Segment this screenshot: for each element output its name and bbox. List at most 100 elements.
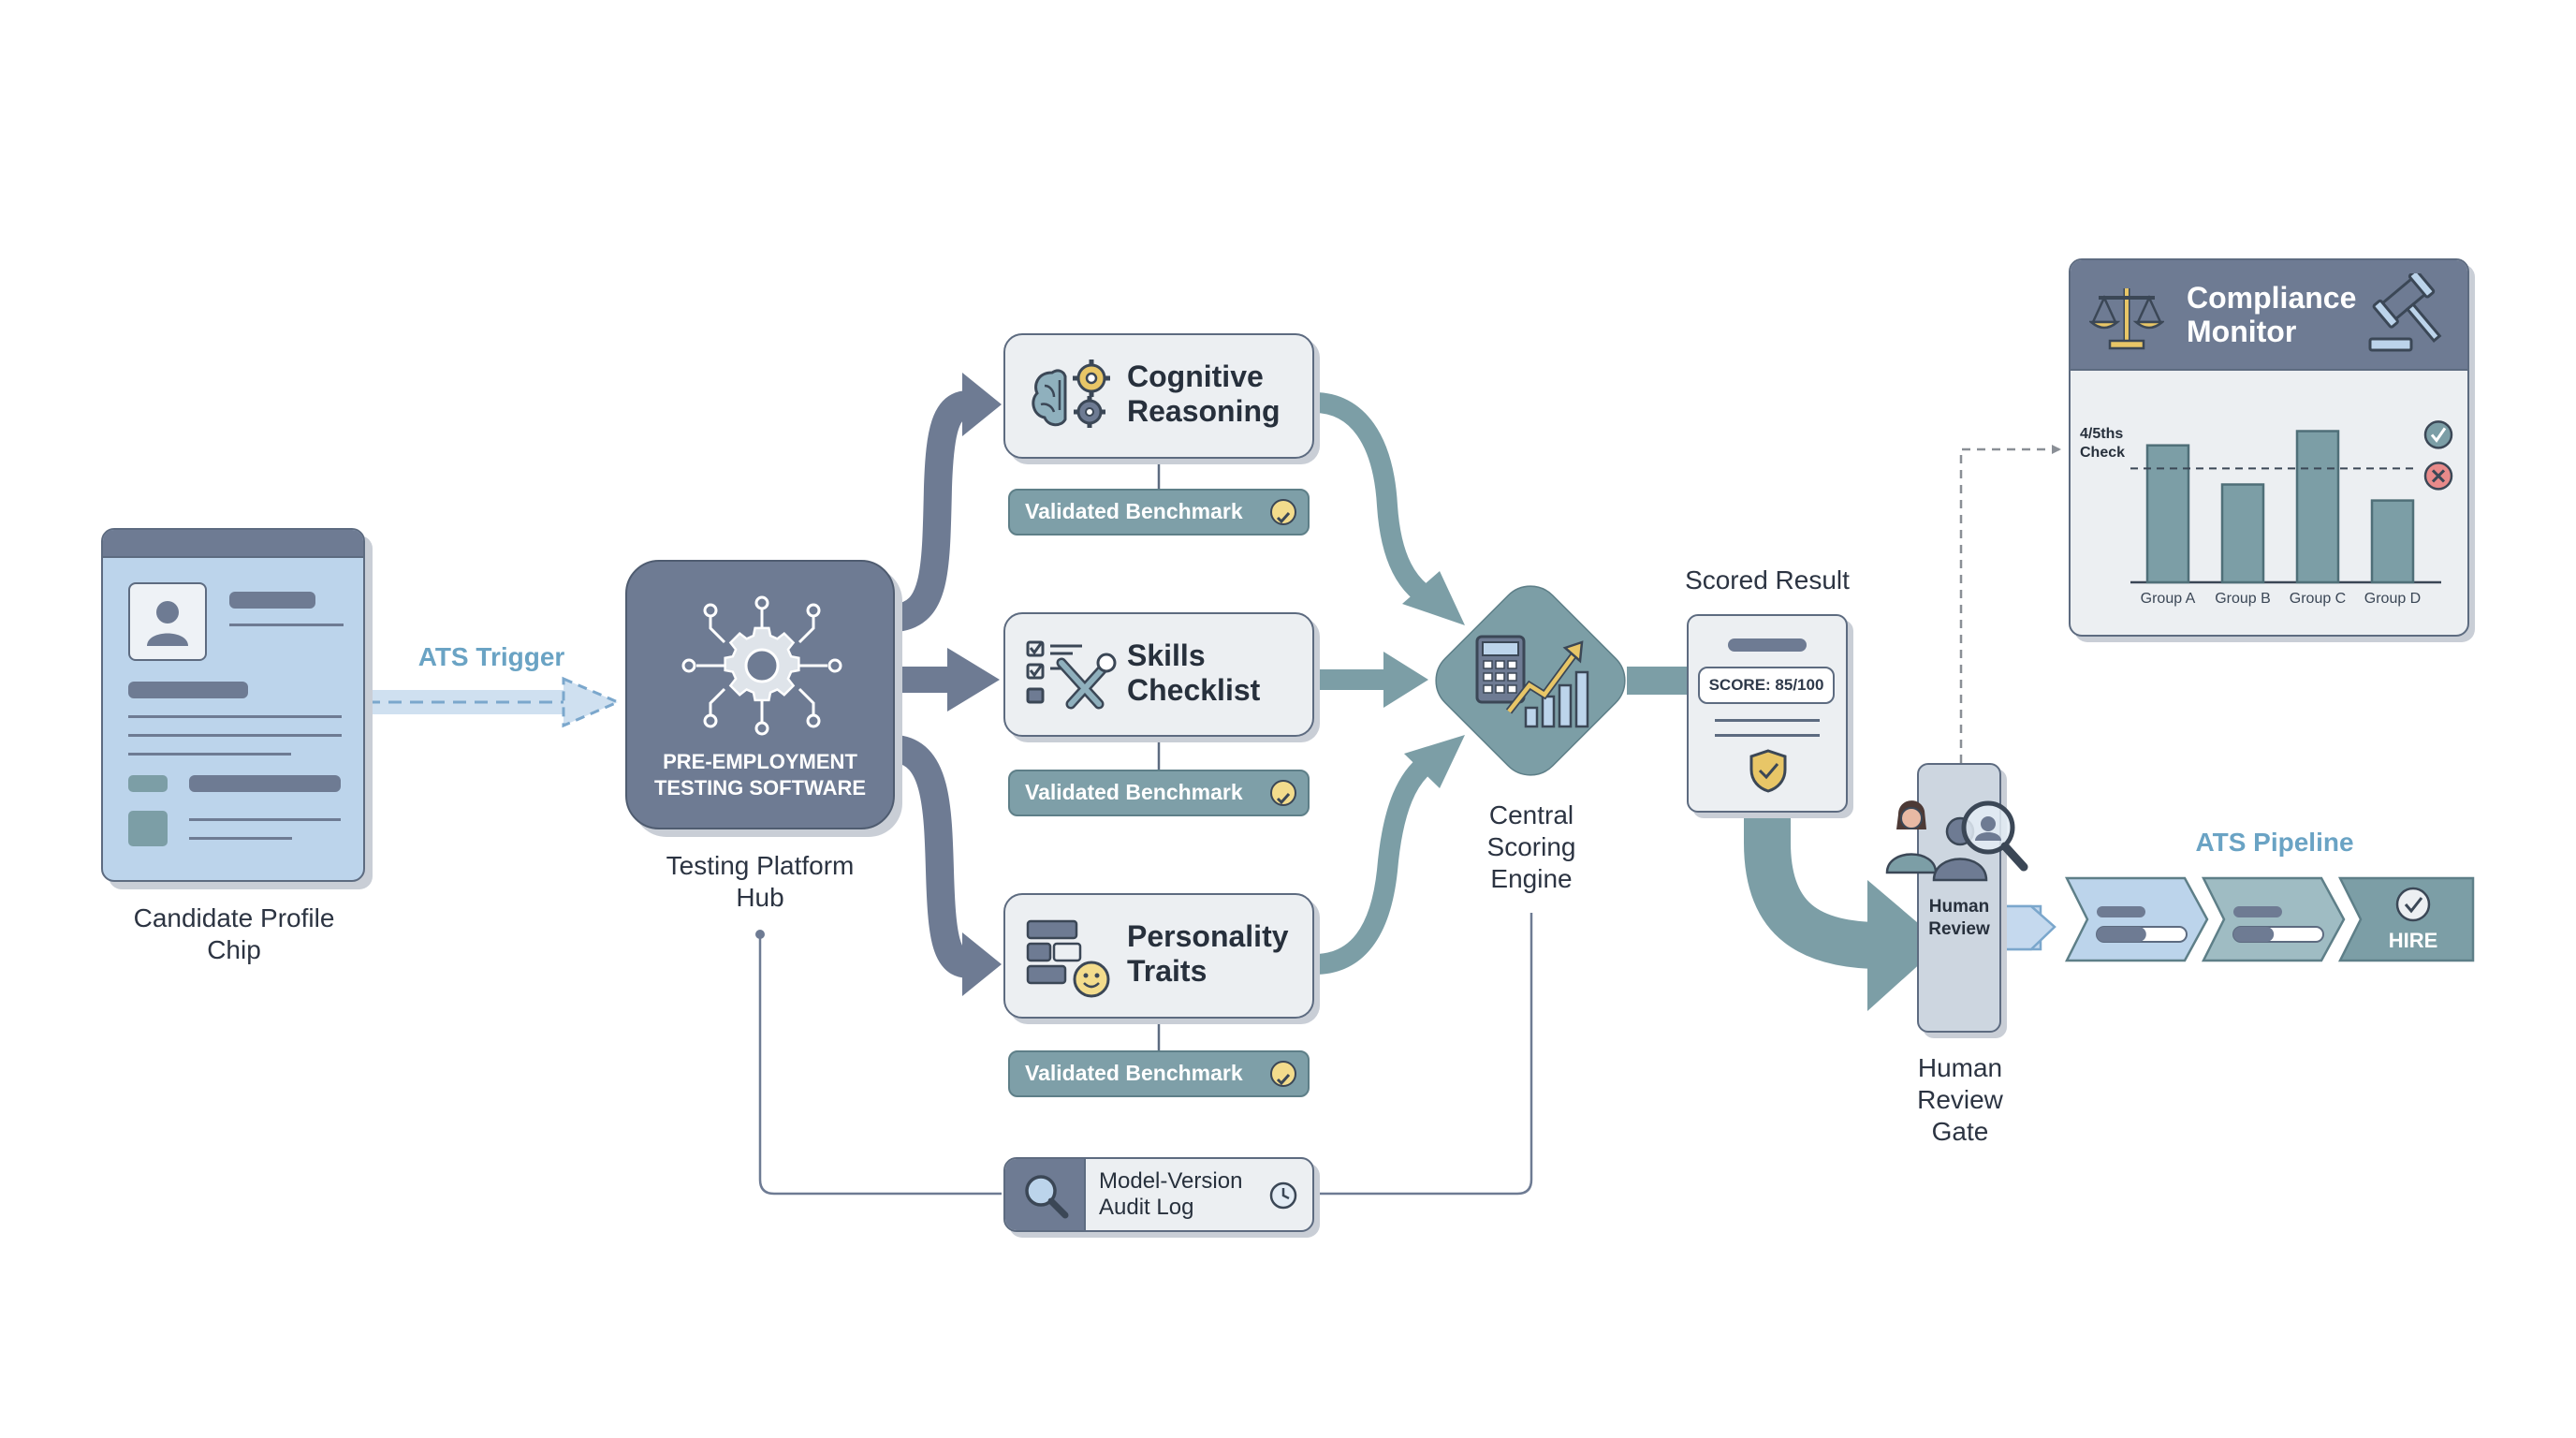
score-value: SCORE: 85/100 — [1708, 676, 1824, 694]
candidate-profile-chip[interactable] — [101, 528, 365, 882]
chip-header-bar — [103, 530, 363, 558]
engine-label-line2: Scoring — [1486, 832, 1576, 861]
cognitive-title-line2: Reasoning — [1127, 394, 1281, 428]
checklist-tools-icon — [1026, 640, 1117, 710]
magnifier-icon — [1005, 1159, 1086, 1230]
bar-group-c — [2295, 430, 2340, 584]
bar-group-d — [2370, 499, 2415, 584]
hub-to-personality-arrow — [893, 735, 1002, 996]
chip-line — [189, 837, 292, 840]
validated-benchmark-badge: Validated Benchmark — [1008, 770, 1310, 816]
pipeline-stage-1[interactable] — [2064, 876, 2209, 962]
review-to-pipeline-arrow — [2001, 904, 2056, 951]
candidate-label-line1: Candidate Profile — [133, 903, 335, 932]
chip-line — [229, 592, 315, 609]
personality-to-engine-arrow — [1313, 735, 1465, 975]
chip-tag — [128, 775, 168, 792]
engine-label-line3: Engine — [1490, 864, 1573, 893]
review-label-line2: Review — [1917, 1085, 2003, 1114]
group-label: Group C — [2290, 591, 2346, 607]
check-label-line2: Check — [2080, 445, 2126, 461]
result-line — [1715, 719, 1820, 722]
hub-to-cognitive-arrow — [894, 373, 1002, 632]
compliance-title-line2: Monitor — [2187, 315, 2297, 348]
scored-result-title: Scored Result — [1685, 565, 1850, 594]
review-inner-line2: Review — [1928, 919, 1990, 939]
personality-traits-card[interactable]: Personality Traits — [1003, 893, 1314, 1019]
gavel-icon — [2368, 273, 2442, 352]
check-circle-icon — [1270, 499, 1296, 525]
personality-title-line1: Personality — [1127, 919, 1289, 953]
ats-trigger-arrow — [367, 676, 622, 728]
badge-label: Validated Benchmark — [1025, 499, 1243, 523]
compliance-title-line1: Compliance — [2187, 281, 2357, 315]
compliance-header: Compliance Monitor — [2071, 260, 2467, 371]
cognitive-reasoning-card[interactable]: Cognitive Reasoning — [1003, 333, 1314, 459]
hub-label-line1: Testing Platform — [666, 851, 855, 880]
hub-to-skills-arrow — [897, 648, 1000, 712]
gear-network-icon — [681, 595, 842, 736]
group-label: Group B — [2215, 591, 2271, 607]
validated-benchmark-badge: Validated Benchmark — [1008, 489, 1310, 536]
hub-title-line2: TESTING SOFTWARE — [653, 776, 867, 800]
validated-benchmark-badge: Validated Benchmark — [1008, 1050, 1310, 1097]
traits-smiley-icon — [1026, 919, 1110, 998]
stage-line — [2097, 906, 2145, 917]
review-inner-line1: Human — [1928, 897, 1990, 917]
check-label-line1: 4/5ths — [2080, 426, 2124, 442]
fourfifths-bar-chart: Group A Group B Group C Group D — [2130, 420, 2453, 607]
ats-pipeline-title: ATS Pipeline — [2195, 828, 2354, 857]
engine-audit-connector — [1314, 913, 1533, 1196]
hire-check-icon — [2395, 887, 2431, 922]
score-pill: SCORE: 85/100 — [1698, 667, 1835, 704]
chip-line — [229, 624, 344, 626]
avatar-icon — [128, 582, 207, 661]
hub-label-line2: Hub — [736, 883, 784, 912]
skills-title-line2: Checklist — [1127, 673, 1261, 707]
chip-line — [128, 753, 291, 756]
bar-group-b — [2220, 483, 2265, 584]
hub-audit-connector — [755, 930, 1002, 1196]
testing-platform-hub[interactable]: PRE-EMPLOYMENT TESTING SOFTWARE — [625, 560, 895, 829]
chip-line — [128, 682, 248, 698]
chip-line — [128, 715, 342, 718]
badge-label: Validated Benchmark — [1025, 780, 1243, 804]
candidate-label-line2: Chip — [207, 935, 261, 964]
group-label: Group A — [2141, 591, 2196, 607]
engine-label: Central Scoring Engine — [1438, 800, 1625, 895]
stage-line — [2233, 906, 2282, 917]
result-to-review-arrow — [1744, 813, 1942, 1011]
shield-check-icon — [1749, 749, 1787, 793]
audit-log-line2: Audit Log — [1099, 1195, 1194, 1220]
skills-checklist-card[interactable]: Skills Checklist — [1003, 612, 1314, 737]
chip-line — [189, 775, 341, 792]
candidate-label: Candidate Profile Chip — [94, 902, 374, 966]
hire-label: HIRE — [2389, 929, 2438, 952]
pipeline-stage-2[interactable] — [2201, 876, 2346, 962]
review-to-compliance-connector — [1959, 445, 2061, 763]
chip-tag — [128, 811, 168, 846]
stage-progress-fill — [2097, 927, 2146, 942]
ats-trigger-label: ATS Trigger — [417, 642, 565, 671]
result-line — [1715, 734, 1820, 737]
stage-progress-fill — [2233, 927, 2275, 942]
clock-icon — [1269, 1181, 1297, 1210]
chip-line — [189, 818, 341, 821]
model-version-audit-log[interactable]: Model-Version Audit Log — [1003, 1157, 1314, 1232]
cognitive-to-engine-arrow — [1313, 392, 1465, 625]
chip-line — [128, 734, 342, 737]
skills-title-line1: Skills — [1127, 638, 1206, 672]
calculator-chart-icon — [1475, 635, 1589, 728]
ats-pipeline: HIRE — [2064, 876, 2475, 962]
scored-result-card[interactable]: SCORE: 85/100 — [1687, 614, 1848, 813]
hub-label: Testing Platform Hub — [608, 850, 912, 914]
scales-icon — [2089, 288, 2164, 350]
badge-label: Validated Benchmark — [1025, 1061, 1243, 1085]
personality-title-line2: Traits — [1127, 954, 1208, 988]
group-label: Group D — [2364, 591, 2421, 607]
check-circle-icon — [1270, 1061, 1296, 1087]
hub-title-line1: PRE-EMPLOYMENT — [663, 750, 857, 773]
engine-to-result-connector — [1627, 667, 1689, 695]
